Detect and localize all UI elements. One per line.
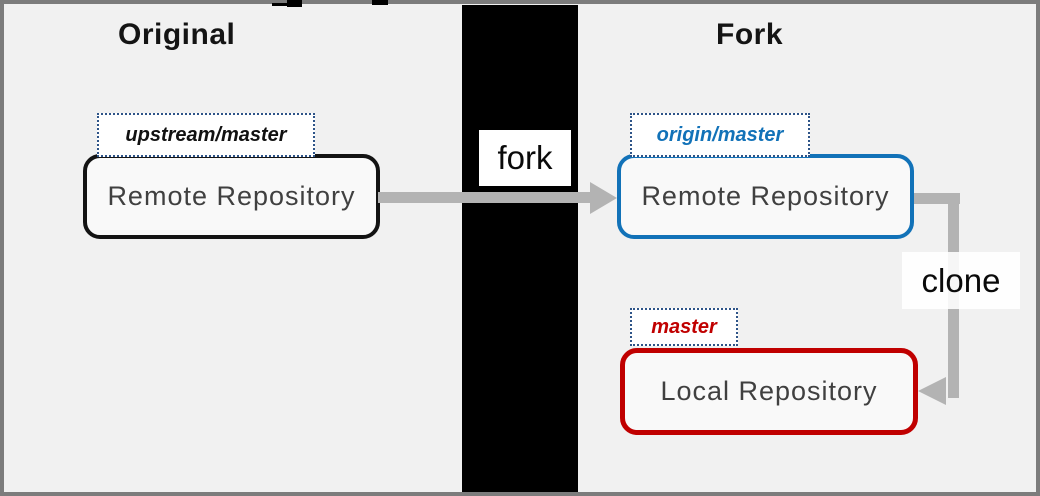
node-local-repository-name: Local Repository <box>660 376 878 406</box>
branch-tag-master-text: master <box>651 315 717 338</box>
branch-tag-origin-master-text: origin/master <box>656 123 784 146</box>
branch-tag-master: master <box>630 308 738 346</box>
branch-tag-origin-master: origin/master <box>630 113 810 157</box>
branch-tag-upstream-master: upstream/master <box>97 113 315 157</box>
node-local-repository: Local Repository <box>620 348 918 435</box>
fork-arrow-label: fork <box>479 130 571 186</box>
node-upstream-remote-name: Remote Repository <box>107 181 356 211</box>
branch-tag-upstream-master-text: upstream/master <box>125 123 287 146</box>
cropped-text-fragment <box>287 0 302 7</box>
fork-arrow-head <box>590 182 617 214</box>
clone-arrow-label: clone <box>902 252 1020 309</box>
clone-arrow-horizontal-segment <box>913 193 960 204</box>
node-origin-remote-repository: Remote Repository <box>617 154 914 239</box>
node-upstream-remote-repository: Remote Repository <box>83 154 380 239</box>
section-title-fork: Fork <box>716 18 784 51</box>
cropped-text-fragment <box>372 0 388 5</box>
divider-bar <box>462 5 578 492</box>
node-origin-remote-name: Remote Repository <box>641 181 890 211</box>
section-title-original: Original <box>118 18 236 51</box>
clone-arrow-head <box>918 377 946 405</box>
cropped-text-fragment <box>272 3 294 6</box>
fork-arrow-shaft <box>378 192 590 203</box>
